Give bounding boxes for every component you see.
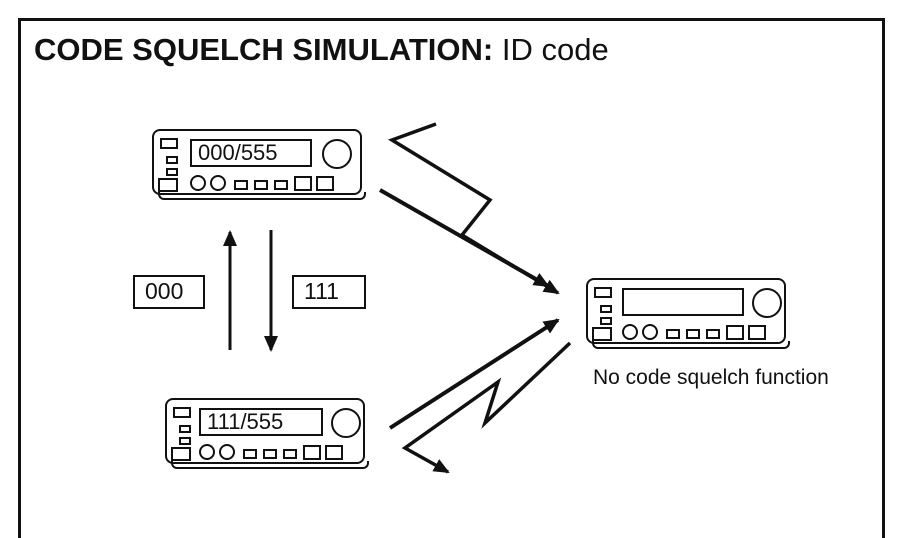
- diagram-title: CODE SQUELCH SIMULATION: ID code: [34, 32, 609, 68]
- code-label-000: 000: [133, 275, 205, 309]
- radio-top-key: [234, 180, 248, 190]
- radio-top-button: [158, 178, 178, 192]
- arrow-top-to-right: [379, 188, 550, 288]
- radio-top-dial: [210, 175, 226, 191]
- radio-top-key: [274, 180, 288, 190]
- radio-bottom: 111/555: [165, 398, 369, 469]
- radio-top: 000/555: [152, 129, 366, 200]
- radio-top-button: [160, 138, 178, 149]
- lightning-top: [387, 122, 560, 295]
- radio-bottom-key: [303, 445, 321, 460]
- radio-top-key: [254, 180, 268, 190]
- radio-right-button: [600, 317, 612, 325]
- radio-right-button: [594, 287, 612, 298]
- radio-right-button: [592, 327, 612, 341]
- code-label-111: 111: [292, 275, 366, 309]
- radio-right-display: [622, 288, 744, 316]
- radio-bottom-key: [263, 449, 277, 459]
- radio-bottom-key: [243, 449, 257, 459]
- radio-bottom-display: 111/555: [199, 408, 323, 436]
- title-regular: ID code: [493, 32, 609, 67]
- radio-top-display: 000/555: [190, 139, 312, 167]
- lightning-bottom: [401, 341, 572, 474]
- radio-right-key: [666, 329, 680, 339]
- radio-bottom-dial: [219, 444, 235, 460]
- radio-top-button: [166, 156, 178, 164]
- title-bold: CODE SQUELCH SIMULATION:: [34, 32, 494, 67]
- radio-top-knob: [322, 139, 352, 169]
- radio-bottom-button: [171, 447, 191, 461]
- radio-right-key: [686, 329, 700, 339]
- radio-bottom-key: [283, 449, 297, 459]
- radio-top-base: [158, 192, 366, 200]
- radio-top-dial: [190, 175, 206, 191]
- radio-bottom-button: [173, 407, 191, 418]
- radio-right-knob: [752, 288, 782, 318]
- radio-bottom-knob: [331, 408, 361, 438]
- radio-right-dial: [642, 324, 658, 340]
- radio-right-key: [726, 325, 744, 340]
- radio-right: [586, 278, 790, 349]
- radio-right-key: [706, 329, 720, 339]
- radio-top-key: [316, 176, 334, 191]
- diagram-frame: [18, 18, 885, 538]
- radio-right-base: [592, 341, 790, 349]
- radio-right-key: [748, 325, 766, 340]
- radio-top-button: [166, 168, 178, 176]
- radio-bottom-button: [179, 437, 191, 445]
- arrow-bottom-to-right: [388, 318, 560, 430]
- radio-top-key: [294, 176, 312, 191]
- no-squelch-caption: No code squelch function: [593, 366, 829, 389]
- radio-bottom-dial: [199, 444, 215, 460]
- signal-arrows: [223, 122, 572, 474]
- radio-bottom-button: [179, 425, 191, 433]
- radio-bottom-key: [325, 445, 343, 460]
- radio-right-dial: [622, 324, 638, 340]
- radio-right-button: [600, 305, 612, 313]
- radio-bottom-base: [171, 461, 369, 469]
